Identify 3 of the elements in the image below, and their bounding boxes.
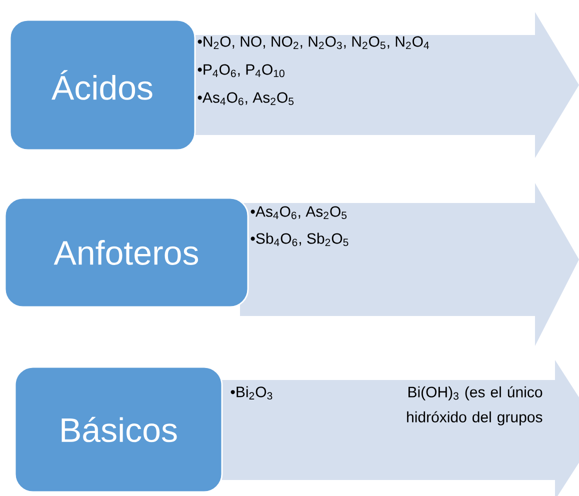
category-box: Anfoteros [4, 197, 249, 308]
category-box: Básicos [14, 366, 223, 493]
category-box: Ácidos [9, 19, 196, 151]
